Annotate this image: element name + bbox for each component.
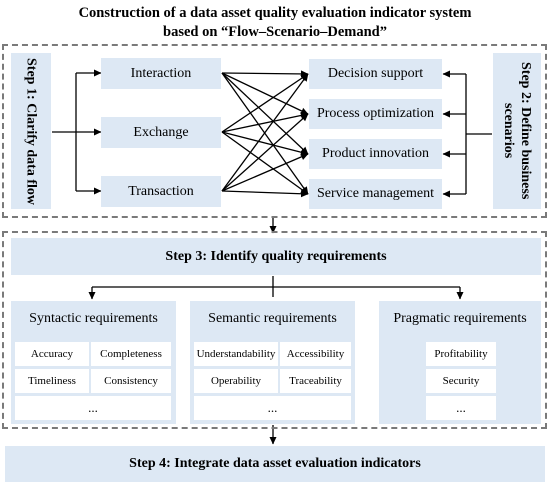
flow-scenario-section — [2, 44, 547, 218]
step3-box: Step 3: Identify quality requirements — [11, 238, 541, 275]
flow-label: Transaction — [128, 183, 194, 199]
indicator-security: Security — [426, 369, 496, 393]
indicator-profitability: Profitability — [426, 342, 496, 366]
indicator-label: Security — [442, 375, 480, 387]
pragmatic-requirements-label: Pragmatic requirements — [379, 305, 541, 333]
scenario-label: Product innovation — [322, 146, 429, 161]
indicator-accuracy: Accuracy — [15, 342, 89, 366]
indicator-label: Accuracy — [30, 348, 74, 360]
indicator-more: ... — [426, 396, 496, 420]
requirement-label: Syntactic requirements — [29, 311, 158, 326]
indicator-understandability: Understandability — [194, 342, 278, 366]
step1-box: Step 1: Clarify data flow — [11, 53, 51, 209]
scenario-box-service-management: Service management — [309, 179, 442, 209]
indicator-completeness: Completeness — [91, 342, 171, 366]
scenario-box-product-innovation: Product innovation — [309, 139, 442, 169]
ellipsis-label: ... — [456, 400, 466, 415]
flow-box-exchange: Exchange — [101, 117, 221, 148]
step1-label: Step 1: Clarify data flow — [23, 57, 39, 205]
step4-label: Step 4: Integrate data asset evaluation … — [129, 456, 421, 471]
scenario-box-process-optimization: Process optimization — [309, 99, 442, 129]
scenario-box-decision-support: Decision support — [309, 59, 442, 89]
indicator-traceability: Traceability — [280, 369, 351, 393]
flow-label: Interaction — [130, 65, 192, 81]
ellipsis-label: ... — [267, 400, 278, 415]
indicator-label: Understandability — [196, 348, 276, 360]
syntactic-requirements-label: Syntactic requirements — [11, 305, 176, 333]
step2-label-line-1: Step 2: Define business — [518, 62, 533, 200]
step4-box: Step 4: Integrate data asset evaluation … — [5, 446, 545, 482]
semantic-requirements-label: Semantic requirements — [190, 305, 355, 333]
indicator-accessibility: Accessibility — [280, 342, 351, 366]
ellipsis-label: ... — [88, 400, 98, 415]
scenario-label: Process optimization — [316, 106, 435, 121]
indicator-label: Consistency — [104, 375, 158, 387]
requirement-label: Semantic requirements — [208, 311, 337, 326]
indicator-more: ... — [194, 396, 351, 420]
step2-label: Step 2: Define business scenarios — [500, 62, 534, 199]
indicator-more: ... — [15, 396, 171, 420]
step2-box: Step 2: Define business scenarios — [493, 53, 541, 209]
indicator-label: Operability — [210, 375, 262, 387]
indicator-operability: Operability — [194, 369, 278, 393]
flow-box-transaction: Transaction — [101, 176, 221, 207]
requirement-label: Pragmatic requirements — [393, 311, 527, 326]
title-line-1: Construction of a data asset quality eva… — [78, 5, 472, 21]
flow-label: Exchange — [133, 124, 189, 140]
indicator-label: Accessibility — [286, 348, 345, 360]
scenario-label: Service management — [316, 186, 434, 201]
indicator-label: Completeness — [100, 348, 162, 360]
indicator-label: Profitability — [434, 348, 488, 360]
flow-scenario-arrows — [221, 70, 309, 198]
step2-label-line-2: scenarios — [501, 103, 516, 159]
diagram-title: Construction of a data asset quality eva… — [0, 4, 550, 42]
indicator-timeliness: Timeliness — [15, 369, 89, 393]
indicator-consistency: Consistency — [91, 369, 171, 393]
title-line-2: based on “Flow–Scenario–Demand” — [163, 24, 387, 40]
requirements-section — [2, 231, 547, 429]
step3-label: Step 3: Identify quality requirements — [165, 248, 387, 264]
flow-box-interaction: Interaction — [101, 58, 221, 89]
indicator-label: Timeliness — [28, 375, 76, 387]
scenario-label: Decision support — [327, 66, 424, 81]
indicator-label: Traceability — [289, 375, 342, 387]
